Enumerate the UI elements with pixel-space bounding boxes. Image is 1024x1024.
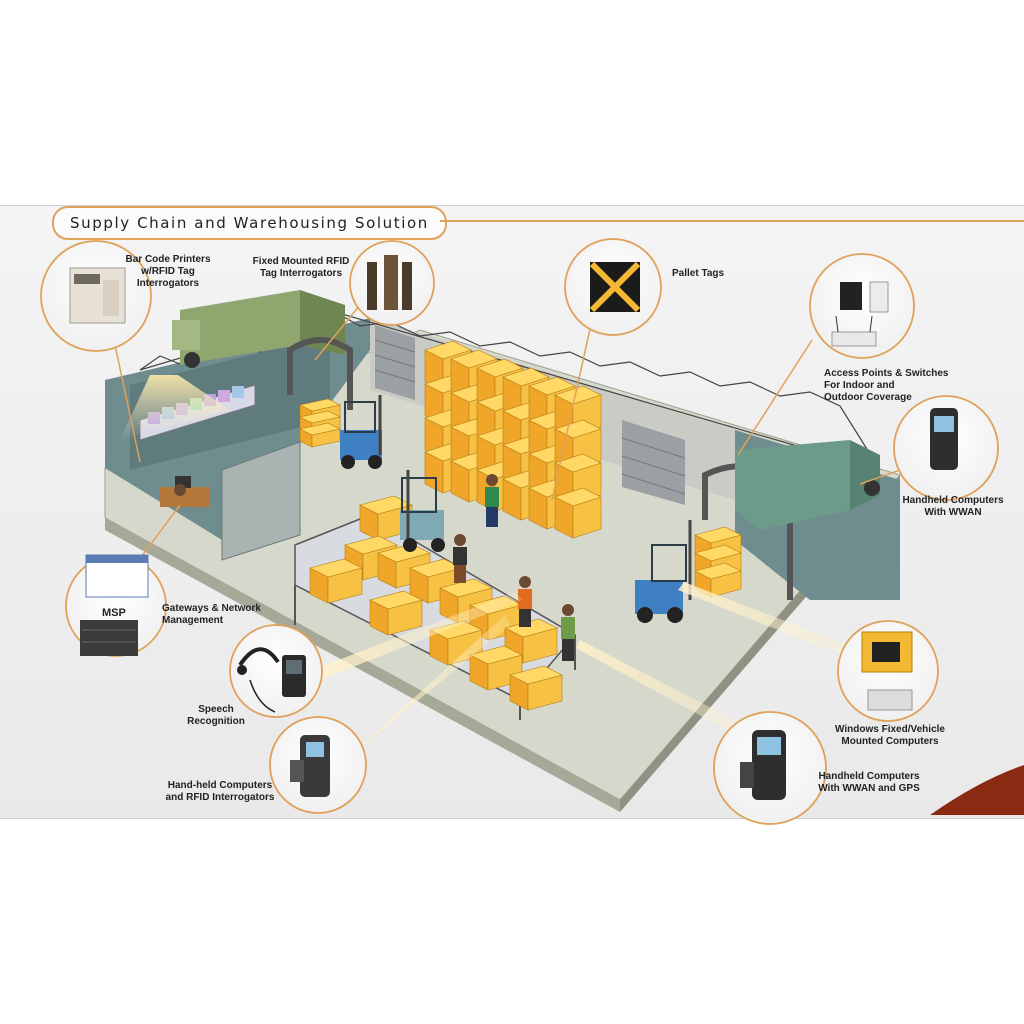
access-point-image — [831, 281, 889, 347]
forklift-center — [400, 470, 445, 552]
label-msp: MSP — [102, 607, 126, 619]
beam-handheld-rfid — [348, 615, 510, 758]
msp-server-image — [80, 554, 149, 656]
rfid-gun-image — [290, 735, 330, 797]
table-box-top — [344, 535, 398, 555]
forklift-back — [340, 395, 382, 469]
headset-image — [237, 647, 306, 713]
label-handheld-gps: Handheld Computers With WWAN and GPS — [818, 771, 920, 794]
label-handheld-wwan: Handheld Computers With WWAN — [902, 495, 1004, 518]
pallet-box-top — [450, 349, 498, 369]
pallet-box-top — [554, 453, 602, 473]
rfid-portal-back — [287, 337, 353, 410]
label-pallet-tags: Pallet Tags — [672, 268, 725, 279]
truck-right — [735, 440, 880, 530]
pallet-box-top — [528, 376, 576, 396]
handheld-gps-image — [740, 730, 786, 800]
stack-left-box-top — [299, 422, 341, 436]
pallet-box-top — [554, 385, 602, 405]
worker-pallet — [485, 474, 499, 527]
handheld-wwan-image — [930, 408, 958, 470]
label-speech: Speech Recognition — [187, 704, 245, 727]
title-rule — [440, 220, 1024, 222]
pallet-box-top — [554, 487, 602, 507]
label-access-points: Access Points & Switches For Indoor and … — [824, 368, 949, 403]
worker-desk — [174, 484, 186, 496]
worker-table-3 — [561, 604, 575, 661]
diagram-title-pill: Supply Chain and Warehousing Solution — [52, 206, 447, 240]
beam-gps — [576, 640, 754, 738]
table-box-top — [369, 590, 423, 610]
loading-door-back — [374, 325, 416, 400]
warehouse-floor-edge — [105, 518, 620, 812]
worker-table-2 — [518, 576, 532, 627]
label-vehicle-computers: Windows Fixed/Vehicle Mounted Computers — [835, 724, 945, 747]
stack-right-box-top — [694, 544, 742, 562]
stack-right-box-top — [694, 562, 742, 580]
label-gateways: Gateways & Network Management — [162, 603, 261, 626]
ceiling-light-beam — [120, 375, 230, 440]
truck-left — [172, 290, 345, 368]
stack-left-box-top — [299, 398, 341, 412]
vehicle-computer-image — [861, 631, 913, 711]
table-boxes — [309, 495, 563, 711]
label-handheld-rfid: Hand-held Computers and RFID Interrogato… — [165, 780, 275, 803]
table-box-top — [469, 645, 523, 665]
beam-vehicle — [678, 582, 864, 664]
rfid-reader-image — [367, 255, 412, 310]
pallet-tag-image — [589, 261, 641, 313]
table-box-top — [309, 558, 363, 578]
stack-right-box-top — [694, 526, 742, 544]
pallet-stack-right-forklift — [694, 526, 742, 598]
loading-door-right — [621, 420, 686, 505]
table-box-top — [377, 543, 431, 563]
worker-table-1 — [453, 534, 467, 583]
pallet-box-top — [502, 367, 550, 387]
partition-wall — [221, 441, 301, 561]
label-barcode-printers: Bar Code Printers w/RFID Tag Interrogato… — [125, 254, 211, 289]
office-desk — [160, 487, 210, 507]
table-box-top — [359, 495, 413, 515]
forklift-right — [635, 520, 692, 623]
corner-flourish — [930, 765, 1024, 815]
beam-speech — [318, 592, 522, 680]
printer-device-image — [69, 267, 126, 324]
label-fixed-rfid: Fixed Mounted RFID Tag Interrogators — [252, 256, 350, 279]
pallet-box-top — [476, 358, 524, 378]
stack-left-box-top — [299, 410, 341, 424]
pallet-box-top — [424, 340, 472, 360]
diagram-title: Supply Chain and Warehousing Solution — [70, 214, 429, 232]
pallet-stack-left — [299, 398, 341, 448]
table-box-top — [509, 665, 563, 685]
